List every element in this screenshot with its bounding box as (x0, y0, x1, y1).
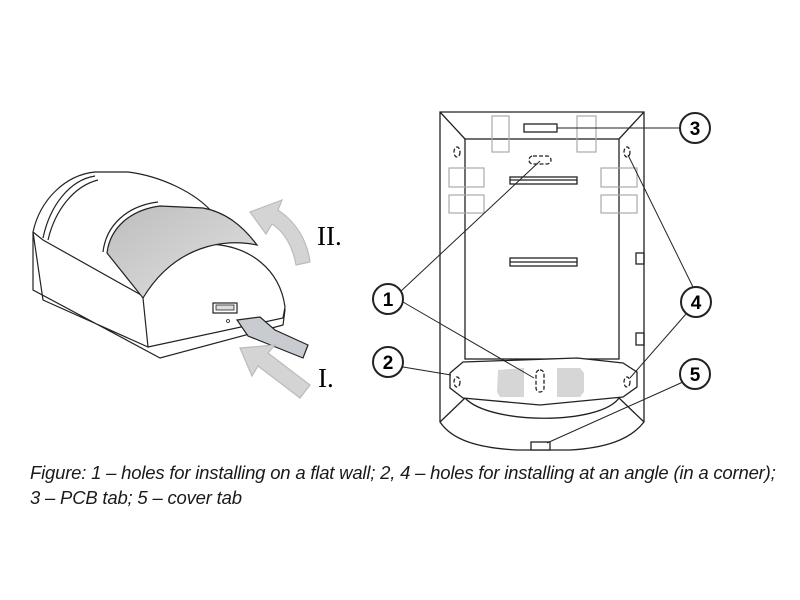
pcb-tab (523, 123, 558, 133)
arrow-lift-icon (249, 198, 311, 266)
arrow-push-icon (239, 344, 311, 399)
device-base (32, 231, 286, 359)
corner-hole (623, 376, 631, 388)
callout-1: 1 (372, 283, 404, 315)
cover-tab (530, 441, 551, 451)
sensor-window (106, 205, 259, 300)
svg-text:2: 2 (383, 353, 394, 374)
corner-hole (453, 376, 461, 388)
wall-hole (528, 155, 552, 165)
base-plate-diagram (399, 111, 694, 451)
detector-device-illustration (32, 171, 311, 399)
screwdriver-icon (235, 316, 309, 359)
corner-hole (623, 146, 631, 158)
callout-4: 4 (680, 286, 712, 318)
svg-text:5: 5 (690, 365, 701, 386)
figure-caption: Figure: 1 – holes for installing on a fl… (30, 462, 776, 508)
callout-2: 2 (372, 346, 404, 378)
step-two-label: II. (317, 221, 342, 251)
inner-frame (464, 138, 620, 360)
step-one-label: I. (318, 363, 334, 393)
wall-hole (535, 369, 545, 393)
svg-text:4: 4 (691, 293, 702, 314)
corner-hole (453, 146, 461, 158)
callout-3: 3 (679, 112, 711, 144)
callout-5: 5 (679, 358, 711, 390)
svg-text:3: 3 (690, 119, 701, 140)
svg-text:1: 1 (383, 290, 394, 311)
base-outline (439, 111, 645, 451)
